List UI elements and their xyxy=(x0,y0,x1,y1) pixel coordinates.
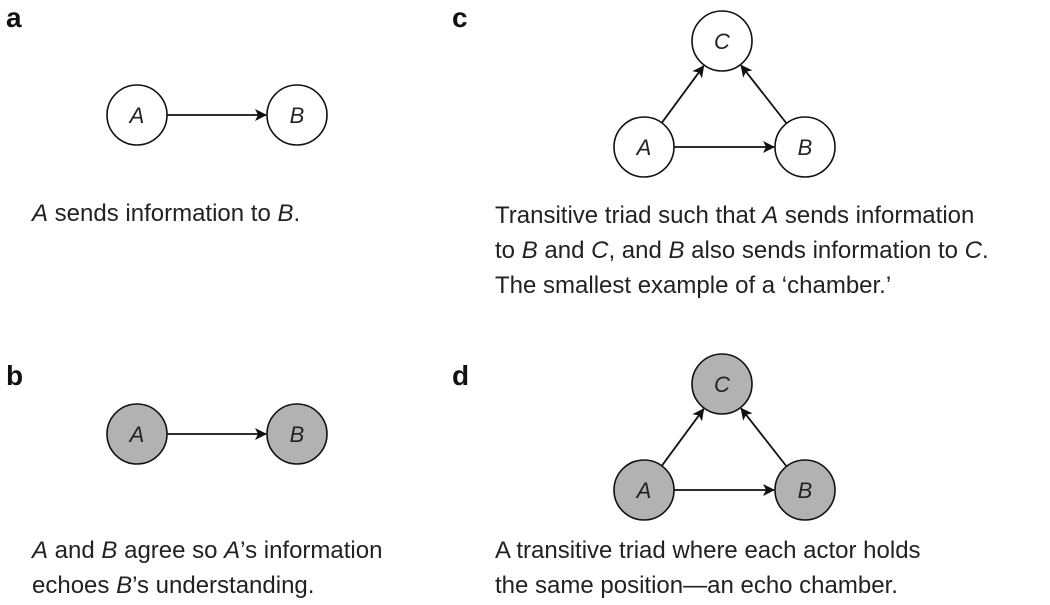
node-label: A xyxy=(128,103,145,128)
variable-name: B xyxy=(668,237,685,264)
panel-letter-a: a xyxy=(6,2,22,33)
caption-text: ’s information xyxy=(240,537,383,564)
edge-d-b-to-c xyxy=(740,407,788,467)
node-circle xyxy=(691,353,753,415)
edge-c-b-to-c xyxy=(740,64,788,124)
caption-text: and xyxy=(537,237,592,264)
node-c-a: A xyxy=(613,116,675,178)
node-b-b: B xyxy=(266,403,328,465)
node-d-b: B xyxy=(774,459,836,521)
variable-name: C xyxy=(964,237,982,264)
node-a-a: A xyxy=(106,84,168,146)
node-c-b: B xyxy=(774,116,836,178)
node-circle xyxy=(774,116,836,178)
node-d-a: A xyxy=(613,459,675,521)
variable-name: A xyxy=(32,200,49,227)
node-label: B xyxy=(290,422,305,447)
caption-text: sends information xyxy=(778,202,975,229)
caption-b: A and B agree so A’s information echoes … xyxy=(32,533,382,603)
caption-text: also sends information to xyxy=(684,237,965,264)
variable-name: C xyxy=(591,237,609,264)
panel-letter-b: b xyxy=(6,360,24,391)
node-c-c: C xyxy=(691,10,753,72)
variable-name: B xyxy=(101,537,118,564)
node-label: A xyxy=(635,135,652,160)
variable-name: B xyxy=(277,200,294,227)
caption-text: to xyxy=(495,237,522,264)
node-circle xyxy=(106,403,168,465)
caption-text: echoes xyxy=(32,572,117,599)
variable-name: A xyxy=(224,537,241,564)
caption-text: and xyxy=(48,537,102,564)
edge-d-a-to-c xyxy=(661,408,705,467)
node-label: B xyxy=(798,135,813,160)
node-label: C xyxy=(714,372,730,397)
variable-name: A xyxy=(762,202,779,229)
variable-name: A xyxy=(32,537,49,564)
caption-c: Transitive triad such that A sends infor… xyxy=(495,198,989,303)
node-label: C xyxy=(714,29,730,54)
caption-c-line-3: The smallest example of a ‘chamber.’ xyxy=(495,268,989,303)
node-label: A xyxy=(635,478,652,503)
node-circle xyxy=(266,403,328,465)
panel-letter-d: d xyxy=(452,360,470,391)
node-circle xyxy=(613,459,675,521)
caption-text: the same position—an echo chamber. xyxy=(495,572,898,599)
variable-name: B xyxy=(116,572,133,599)
node-label: B xyxy=(290,103,305,128)
caption-c-line-1: Transitive triad such that A sends infor… xyxy=(495,198,989,233)
caption-text: A transitive triad where each actor hold… xyxy=(495,537,921,564)
caption-b-line-1: A and B agree so A’s information xyxy=(32,533,382,568)
caption-text: ’s understanding. xyxy=(132,572,315,599)
caption-text: . xyxy=(293,200,301,227)
node-b-a: A xyxy=(106,403,168,465)
caption-text: . xyxy=(982,237,989,264)
caption-text: , and xyxy=(608,237,669,264)
caption-d-line-1: A transitive triad where each actor hold… xyxy=(495,533,921,568)
panel-letter-c: c xyxy=(452,2,468,33)
caption-text: sends information to xyxy=(48,200,278,227)
node-label: B xyxy=(798,478,813,503)
caption-text: agree so xyxy=(117,537,225,564)
caption-d-line-2: the same position—an echo chamber. xyxy=(495,568,921,603)
node-circle xyxy=(691,10,753,72)
node-a-b: B xyxy=(266,84,328,146)
caption-b-line-2: echoes B’s understanding. xyxy=(32,568,382,603)
caption-d: A transitive triad where each actor hold… xyxy=(495,533,921,603)
caption-a: A sends information to B. xyxy=(32,196,300,231)
edge-c-a-to-c xyxy=(661,65,705,124)
variable-name: B xyxy=(521,237,538,264)
node-label: A xyxy=(128,422,145,447)
caption-text: The smallest example of a ‘chamber.’ xyxy=(495,272,892,299)
node-circle xyxy=(106,84,168,146)
node-circle xyxy=(266,84,328,146)
caption-c-line-2: to B and C, and B also sends information… xyxy=(495,233,989,268)
node-circle xyxy=(774,459,836,521)
caption-text: Transitive triad such that xyxy=(495,202,763,229)
node-circle xyxy=(613,116,675,178)
node-d-c: C xyxy=(691,353,753,415)
